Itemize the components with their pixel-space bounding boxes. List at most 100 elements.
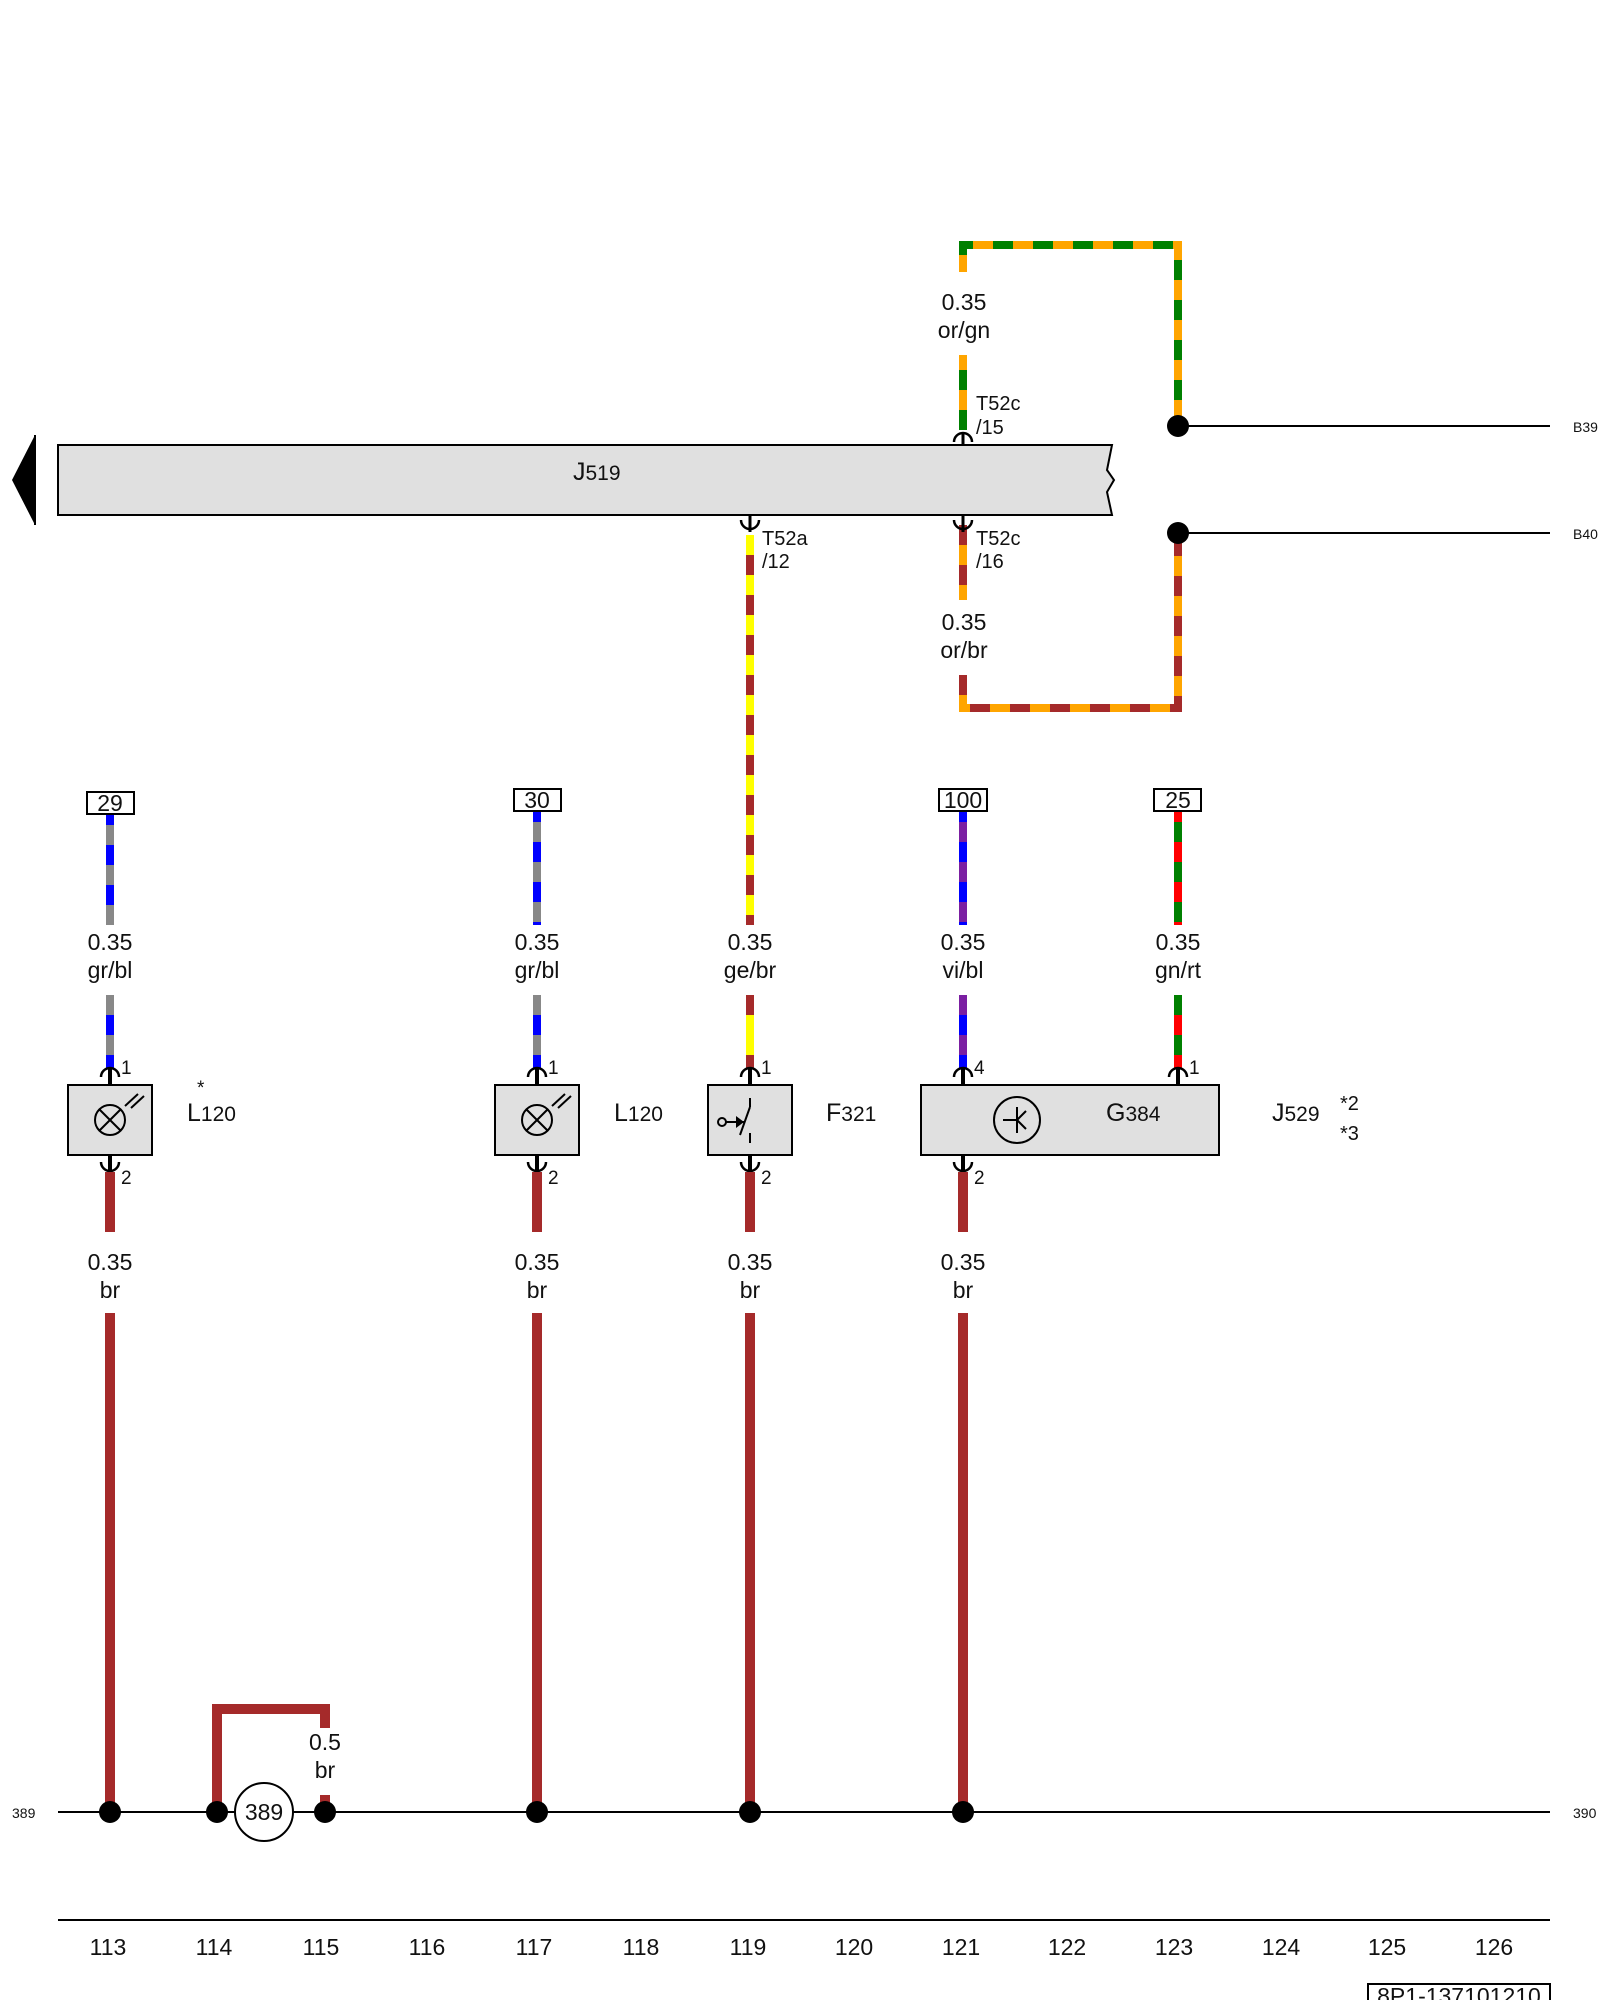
connector-t52c-16 [952, 515, 974, 532]
track-113: 113 [90, 1934, 127, 1960]
w117-bot-color: br [527, 1277, 548, 1303]
ref-25: 25 [1165, 787, 1191, 813]
pin-119-bot: 2 [761, 1168, 772, 1189]
w123-top-color: gn/rt [1155, 957, 1202, 983]
wire-or-br-gauge: 0.35 [942, 609, 987, 635]
wire-or-gn-gauge: 0.35 [942, 289, 987, 315]
w113-bot-gauge: 0.35 [88, 1249, 133, 1275]
wire-br-114-115 [212, 1704, 330, 1812]
l120-b-label: L120 [614, 1099, 663, 1127]
l120-a-code: L [187, 1099, 201, 1127]
w117-top-gauge: 0.35 [515, 929, 560, 955]
sensor-icon [993, 1096, 1041, 1144]
pin-113-bot: 2 [121, 1168, 132, 1189]
pin-117-bot: 2 [548, 1168, 559, 1189]
g384-sub: 384 [1125, 1103, 1160, 1126]
ref-29: 29 [97, 790, 123, 816]
j529-sub: 529 [1285, 1103, 1320, 1126]
switch-f321 [707, 1084, 793, 1156]
w117-top-color: gr/bl [515, 957, 560, 983]
w113-top-color: gr/bl [88, 957, 133, 983]
pin-121-bot: 2 [974, 1168, 985, 1189]
l120-a-label: L120 [187, 1099, 236, 1127]
track-122: 122 [1048, 1934, 1086, 1960]
bus-right-ref: 390 [1573, 1805, 1597, 1821]
l120-b-code: L [614, 1099, 628, 1127]
j529-label: J529 [1272, 1099, 1320, 1127]
f321-sub: 321 [841, 1103, 876, 1126]
w121-bot-color: br [953, 1277, 974, 1303]
junction-b40 [1167, 522, 1189, 544]
track-118: 118 [623, 1934, 660, 1960]
wire-or-br [959, 525, 1182, 712]
g384-label: G384 [1106, 1099, 1161, 1127]
track-124: 124 [1262, 1934, 1301, 1960]
t52a-12-name: T52a [762, 528, 808, 550]
w117-bot-gauge: 0.35 [515, 1249, 560, 1275]
w119-top-gauge: 0.35 [728, 929, 773, 955]
w123-top-gauge: 0.35 [1156, 929, 1201, 955]
f321-code: F [826, 1099, 841, 1127]
bus-left-ref: 389 [12, 1805, 36, 1821]
ref-30: 30 [524, 787, 550, 813]
ref-box-25 [1153, 788, 1202, 812]
ref-box-30 [513, 788, 562, 812]
track-117: 117 [516, 1934, 553, 1960]
arrow-left-icon [12, 435, 35, 525]
track-119: 119 [730, 1934, 767, 1960]
ref-box-100 [938, 788, 988, 812]
ref-box-29 [86, 791, 135, 815]
j529-note-2: *2 [1340, 1093, 1359, 1115]
lamp-icon [521, 1093, 572, 1136]
lamp-icon [94, 1093, 145, 1136]
wire-or-gn-color: or/gn [938, 317, 990, 343]
pin-123-top: 1 [1189, 1058, 1200, 1079]
bus-junctions [99, 1801, 974, 1823]
j519-label: J519 [573, 458, 621, 486]
t52c-15-pin: /15 [976, 417, 1004, 439]
pin-121-top: 4 [974, 1058, 985, 1079]
t52c-16-name: T52c [976, 528, 1020, 550]
l120-a-sub: 120 [201, 1103, 236, 1126]
pin-119-top: 1 [761, 1058, 772, 1079]
ref-b39: B39 [1573, 419, 1598, 435]
l120-a-mark: * [197, 1078, 205, 1099]
track-126: 126 [1475, 1934, 1513, 1960]
w113-top-gauge: 0.35 [88, 929, 133, 955]
track-114: 114 [196, 1934, 233, 1960]
track-123: 123 [1155, 1934, 1193, 1960]
track-125: 125 [1368, 1934, 1406, 1960]
doc-number: 8P1-137101210 [1377, 1983, 1541, 2000]
pin-117-top: 1 [548, 1058, 559, 1079]
ref-b40: B40 [1573, 526, 1598, 542]
w121-top-gauge: 0.35 [941, 929, 986, 955]
control-unit-j519 [57, 444, 1116, 516]
ground-point-389-label: 389 [245, 1799, 283, 1825]
l120-b-sub: 120 [628, 1103, 663, 1126]
w121-top-color: vi/bl [943, 957, 984, 983]
track-115: 115 [303, 1934, 340, 1960]
pin-connectors [99, 1066, 1189, 1173]
control-unit-j529 [920, 1084, 1220, 1156]
t52c-16-pin: /16 [976, 551, 1004, 573]
pin-113-top: 1 [121, 1058, 132, 1079]
w119-bot-color: br [740, 1277, 761, 1303]
wire-or-br-color: or/br [940, 637, 988, 663]
j529-code: J [1272, 1099, 1285, 1127]
j519-code: J [573, 458, 586, 486]
or-gn-label-gap [925, 272, 1005, 352]
g384-code: G [1106, 1099, 1125, 1127]
switch-icon [717, 1098, 751, 1143]
w115-gauge: 0.5 [309, 1729, 341, 1755]
track-116: 116 [409, 1934, 446, 1960]
j529-note-3: *3 [1340, 1123, 1359, 1145]
f321-label: F321 [826, 1099, 876, 1127]
track-121: 121 [942, 1934, 980, 1960]
w119-top-color: ge/br [724, 957, 777, 983]
wires-br-lower [105, 1172, 968, 1812]
ground-point-389 [234, 1782, 294, 1842]
t52c-15-name: T52c [976, 393, 1020, 415]
junction-b39 [1167, 415, 1189, 437]
w113-bot-color: br [100, 1277, 121, 1303]
